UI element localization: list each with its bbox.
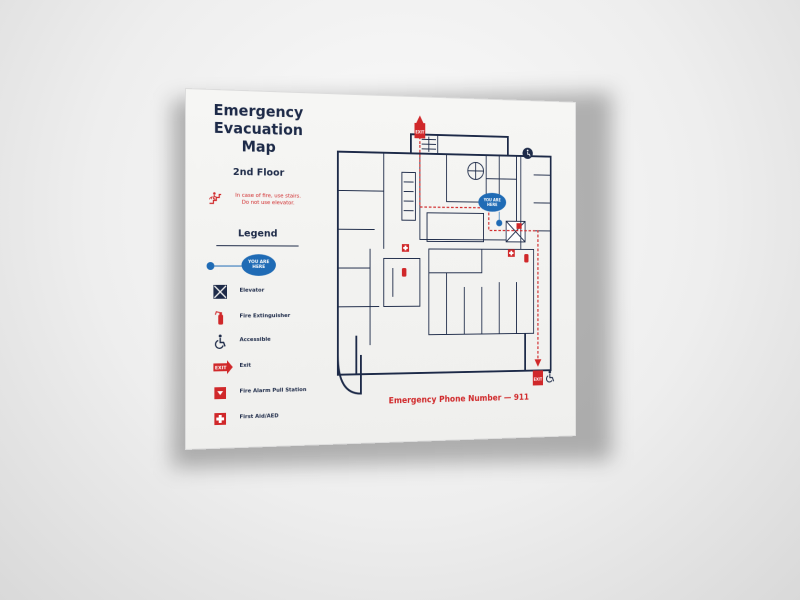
- legend-divider: [216, 245, 299, 247]
- map-yah-line-2: HERE: [487, 202, 498, 207]
- fire-extinguisher-icon: [212, 310, 224, 325]
- first-aid-icon: [214, 412, 227, 426]
- north-exit-label: EXIT: [415, 130, 424, 135]
- floor-plan: EXIT EXIT YOU ARE HERE: [329, 113, 560, 405]
- sign-title: Emergency Evacuation Map: [191, 100, 325, 157]
- south-exit-arrow: [534, 359, 542, 367]
- legend-label-fire-alarm: Fire Alarm Pull Station: [239, 387, 307, 395]
- floor-label: 2nd Floor: [232, 166, 285, 179]
- map-yah-line-1: YOU ARE: [483, 197, 501, 202]
- legend-label-first-aid: First Aid/AED: [239, 413, 279, 421]
- fire-note-line-2: Do not use elevator.: [241, 199, 295, 207]
- stairwell-west: [402, 172, 416, 220]
- central-corridor: [427, 213, 484, 242]
- map-wheelchair-icon: [546, 370, 553, 382]
- legend-item-fire-extinguisher: Fire Extinguisher: [212, 309, 326, 328]
- legend-label-elevator: Elevator: [239, 287, 265, 294]
- map-fire-extinguisher-icon-2: [524, 254, 529, 263]
- legend-yah-line-2: HERE: [252, 265, 266, 270]
- legend-title: Legend: [237, 228, 278, 240]
- legend-item-fire-alarm: Fire Alarm Pull Station: [212, 383, 326, 404]
- title-line-3: Map: [241, 137, 276, 157]
- accessibility-badge-icon: [522, 147, 533, 160]
- legend-you-are-here: YOU ARE HERE: [205, 254, 320, 278]
- legend-item-first-aid: First Aid/AED: [212, 408, 326, 429]
- legend-item-exit: EXIT Exit: [212, 357, 326, 377]
- legend-label-accessible: Accessible: [239, 336, 271, 344]
- exit-icon-text: EXIT: [215, 365, 227, 371]
- legend-item-elevator: Elevator: [212, 284, 326, 302]
- map-fire-alarm-icon: [516, 223, 522, 229]
- elevator-icon: [212, 284, 228, 300]
- evacuation-map-sign: Emergency Evacuation Map 2nd Floor In ca…: [185, 88, 577, 450]
- north-exit-arrow: [416, 115, 424, 124]
- stairs-fire-icon: [209, 190, 223, 204]
- exit-icon: EXIT: [213, 360, 233, 375]
- legend-item-accessible: Accessible: [212, 332, 326, 351]
- legend-you-are-here-bubble: YOU ARE HERE: [241, 254, 276, 276]
- you-are-here-pin-icon: [206, 262, 263, 270]
- legend-label-exit: Exit: [239, 362, 251, 369]
- south-exit-label: EXIT: [534, 377, 543, 382]
- map-fire-extinguisher-icon: [401, 268, 407, 277]
- south-wall: [356, 333, 525, 374]
- fire-note: In case of fire, use stairs. Do not use …: [210, 192, 324, 207]
- fire-alarm-icon: [214, 387, 227, 400]
- legend-label-fire-extinguisher: Fire Extinguisher: [239, 313, 291, 320]
- wheelchair-icon: [212, 334, 228, 349]
